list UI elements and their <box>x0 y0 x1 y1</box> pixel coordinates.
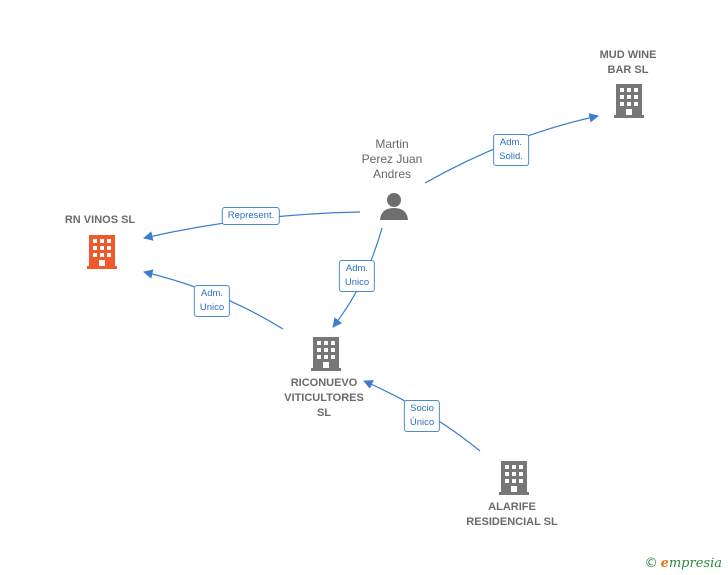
edge-badge-socio-unico[interactable]: Socio Único <box>403 400 441 432</box>
brand-initial: e <box>660 556 669 571</box>
node-label-mud-wine-bar[interactable]: MUD WINE BAR SL <box>599 49 657 76</box>
edge-badge-adm-unico-martin[interactable]: Adm. Unico <box>338 260 376 292</box>
node-label-riconuevo[interactable]: RICONUEVO VITICULTORES SL <box>284 377 364 419</box>
brand-name: mpresia <box>668 556 722 571</box>
node-label-alarife[interactable]: ALARIFE RESIDENCIAL SL <box>466 501 558 528</box>
building-icon[interactable] <box>499 461 529 495</box>
building-icon[interactable] <box>87 235 117 269</box>
building-icon[interactable] <box>311 337 341 371</box>
edge-badge-represent[interactable]: Represent. <box>221 207 281 225</box>
edge-badge-adm-unico-riconuevo[interactable]: Adm. Unico <box>193 285 231 317</box>
edge-badge-adm-solid[interactable]: Adm. Solid. <box>493 134 529 166</box>
node-label-rn-vinos[interactable]: RN VINOS SL <box>64 214 136 226</box>
copyright-icon: © <box>644 556 658 571</box>
node-label-martin[interactable]: Martin Perez Juan Andres <box>361 137 423 181</box>
footer-brand: ©empresia <box>645 556 722 571</box>
person-icon[interactable] <box>379 191 409 221</box>
building-icon[interactable] <box>614 84 644 118</box>
